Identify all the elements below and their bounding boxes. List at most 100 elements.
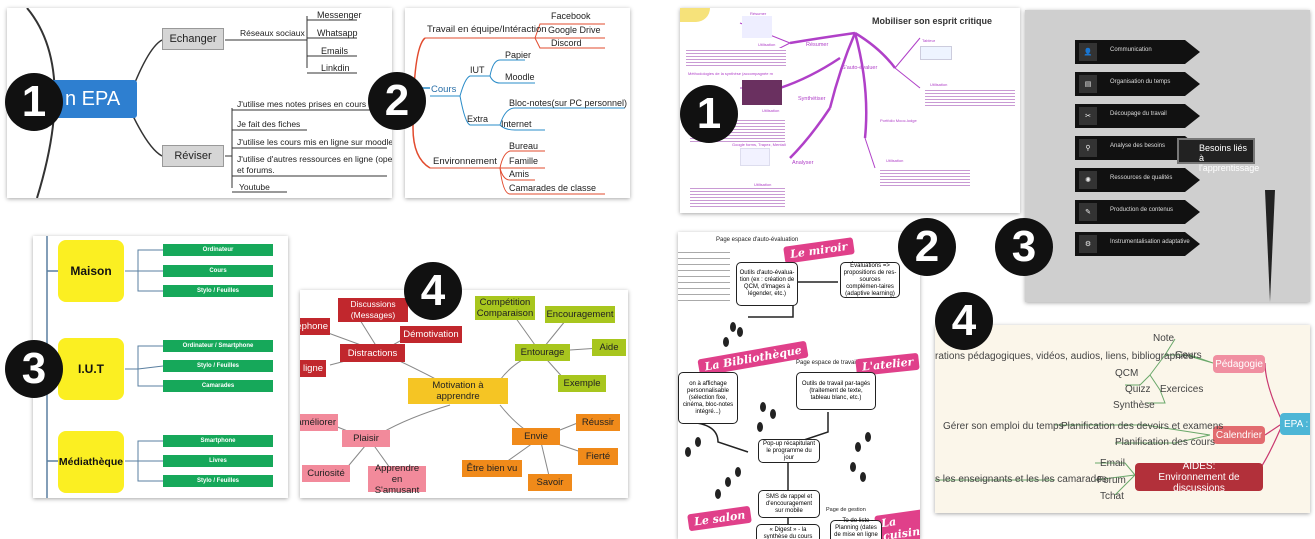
sketch-box: Pop-up récapitulant le programme du jour bbox=[758, 439, 820, 463]
leaf-planif-cours: Planification des cours bbox=[1115, 437, 1216, 448]
sketch-box: Outils d'auto-évalua-tion (ex : création… bbox=[736, 262, 798, 306]
leaf-tchat: Tchat bbox=[1100, 491, 1124, 502]
reviser-item: J'utilise les cours mis en ligne sur moo… bbox=[237, 137, 392, 147]
travail-item: Google Drive bbox=[548, 25, 601, 35]
utilisation-label: Utilisation bbox=[886, 158, 904, 163]
text-block bbox=[880, 168, 970, 186]
node-encouragement: Encouragement bbox=[545, 306, 615, 323]
node-pedagogie: Pédagogie bbox=[1213, 355, 1265, 373]
sketch-box: on à affichage personnalisable (sélectio… bbox=[678, 372, 738, 424]
badge-4-right: 4 bbox=[935, 292, 993, 350]
mindmap-echanger-reviser: n EPA Echanger Réseaux sociaux Messenger… bbox=[7, 8, 392, 198]
besoin-label: Instrumentalisation adaptative bbox=[1110, 239, 1190, 245]
leaf-quizz: Quizz bbox=[1125, 384, 1151, 395]
utilisation-label: Utilisation bbox=[762, 108, 780, 113]
env-item: Famille bbox=[509, 156, 539, 166]
besoin-item: ✎ bbox=[1079, 203, 1097, 221]
badge-1: 1 bbox=[5, 73, 63, 131]
item-bar: Livres bbox=[163, 455, 273, 467]
item-bar: Ordinateur / Smartphone bbox=[163, 340, 273, 352]
reviser-item: Je fait des fiches bbox=[237, 119, 301, 129]
node-travail: Travail en équipe/Intéraction bbox=[427, 24, 547, 35]
node-phone: Téléphone bbox=[300, 318, 330, 335]
mindmap-epa: Pédagogie Calendrier EPA : l AIDES: Envi… bbox=[935, 325, 1310, 513]
node-distractions: Distractions bbox=[340, 344, 405, 362]
node-competition: Compétition Comparaison bbox=[475, 296, 535, 320]
node-envie: Envie bbox=[512, 428, 560, 445]
badge-3: 3 bbox=[5, 340, 63, 398]
leaf-enseignants: s les enseignants et les les camarades bbox=[935, 474, 1107, 485]
group-mediatheque: Médiathèque bbox=[58, 431, 124, 493]
node-ameliorer: améliorer bbox=[300, 414, 338, 431]
item-bar: Cours bbox=[163, 265, 273, 277]
besoin-item: ⚲ bbox=[1079, 139, 1097, 157]
reseau-item: Emails bbox=[321, 46, 349, 56]
badge-4: 4 bbox=[404, 262, 462, 320]
env-item: Bureau bbox=[509, 141, 539, 151]
item-bar: Smartphone bbox=[163, 435, 273, 447]
node-iut: IUT bbox=[470, 65, 485, 75]
right3-arrows bbox=[1075, 40, 1275, 302]
node-aides: AIDES: Environnement de discussions bbox=[1135, 461, 1263, 494]
leaf-exercices: Exercices bbox=[1160, 384, 1204, 395]
mindmap-travail-cours: Travail en équipe/Intéraction Facebook G… bbox=[405, 8, 630, 198]
thumbnail-image bbox=[742, 80, 782, 105]
item-bar: Stylo / Feuilles bbox=[163, 475, 273, 487]
node-cours: Cours bbox=[431, 84, 457, 95]
env-item: Camarades de classe bbox=[509, 183, 597, 193]
sketch-box: Outils de travail par-tagés (traitement … bbox=[796, 372, 876, 410]
reseau-item: Whatsapp bbox=[317, 28, 358, 38]
item-bar: Stylo / Feuilles bbox=[163, 285, 273, 297]
besoin-item: ✺ bbox=[1079, 171, 1097, 189]
extra-item: Bloc-notes(sur PC personnel) bbox=[509, 98, 628, 108]
node-demotivation: Démotivation bbox=[400, 326, 462, 343]
right1-node: S'auto-évaluer bbox=[842, 65, 878, 71]
besoin-label: Découpage du travail bbox=[1110, 111, 1167, 117]
thumbnail-image bbox=[742, 16, 772, 38]
right1-node: Synthétiser bbox=[798, 96, 826, 102]
besoins-node: Besoins liés à l'apprentissage bbox=[1177, 138, 1259, 173]
node-apprendre: Apprendre en S'amusant bbox=[368, 463, 426, 496]
travail-item: Facebook bbox=[551, 11, 591, 21]
mindmap-lieux: Maison I.U.T Médiathèque Ordinateur Cour… bbox=[33, 236, 288, 498]
reviser-item: J'utilise d'autres ressources en ligne (… bbox=[237, 154, 392, 164]
right1-title: Mobiliser son esprit critique bbox=[872, 16, 993, 26]
besoin-label: Ressources de qualités bbox=[1110, 175, 1173, 181]
extra-item: Internet bbox=[501, 119, 532, 129]
sketch-header: Page espace de travail bbox=[796, 360, 858, 366]
leaf-forum: Forum bbox=[1097, 475, 1126, 486]
iut-item: Papier bbox=[505, 50, 532, 60]
node-etre-bien-vu: Être bien vu bbox=[462, 460, 522, 477]
text-block bbox=[925, 88, 1015, 106]
leaf-qcm: QCM bbox=[1115, 368, 1139, 379]
mindmap-besoins: 👤 Communication ▤ Organisation du temps … bbox=[1025, 10, 1310, 302]
badge-1-right: 1 bbox=[680, 85, 738, 143]
sketch-connectors bbox=[682, 281, 871, 532]
sketch-header: Page espace d'auto-évaluation bbox=[716, 237, 799, 243]
sketch-espaces: Page espace d'auto-évaluation Le miroir … bbox=[678, 232, 920, 539]
leaf-note: Note bbox=[1153, 333, 1175, 344]
node-reseaux: Réseaux sociaux bbox=[240, 28, 305, 38]
small-title: Résumer bbox=[750, 11, 767, 16]
leaf-planif-devoirs: Planification des devoirs et examens bbox=[1061, 421, 1224, 432]
text-block bbox=[686, 48, 786, 66]
leaf-ressources: rations pédagogiques, vidéos, audios, li… bbox=[935, 351, 1194, 362]
small-title: Tableur bbox=[922, 38, 936, 43]
mindmap-esprit-critique: Mobiliser son esprit critique Résumer S'… bbox=[680, 8, 1020, 213]
besoin-label: Analyse des besoins bbox=[1110, 143, 1166, 149]
utilisation-label: Utilisation bbox=[754, 182, 772, 187]
sketch-box: Évaluations => propositions de res-sourc… bbox=[840, 262, 900, 298]
node-motivation: Motivation à apprendre bbox=[408, 378, 508, 404]
reviser-item: J'utilise mes notes prises en cours bbox=[237, 99, 367, 109]
group-iut: I.U.T bbox=[58, 338, 124, 400]
item-bar: Camarades bbox=[163, 380, 273, 392]
node-reviser: Réviser bbox=[162, 145, 224, 167]
badge-2: 2 bbox=[368, 72, 426, 130]
travail-item: Discord bbox=[551, 38, 582, 48]
corner-decoration bbox=[680, 8, 710, 22]
text-block bbox=[690, 186, 785, 208]
group-maison: Maison bbox=[58, 240, 124, 302]
besoin-item: ⚙ bbox=[1079, 235, 1097, 253]
item-bar: Stylo / Feuilles bbox=[163, 360, 273, 372]
node-aide: Aide bbox=[592, 339, 626, 356]
